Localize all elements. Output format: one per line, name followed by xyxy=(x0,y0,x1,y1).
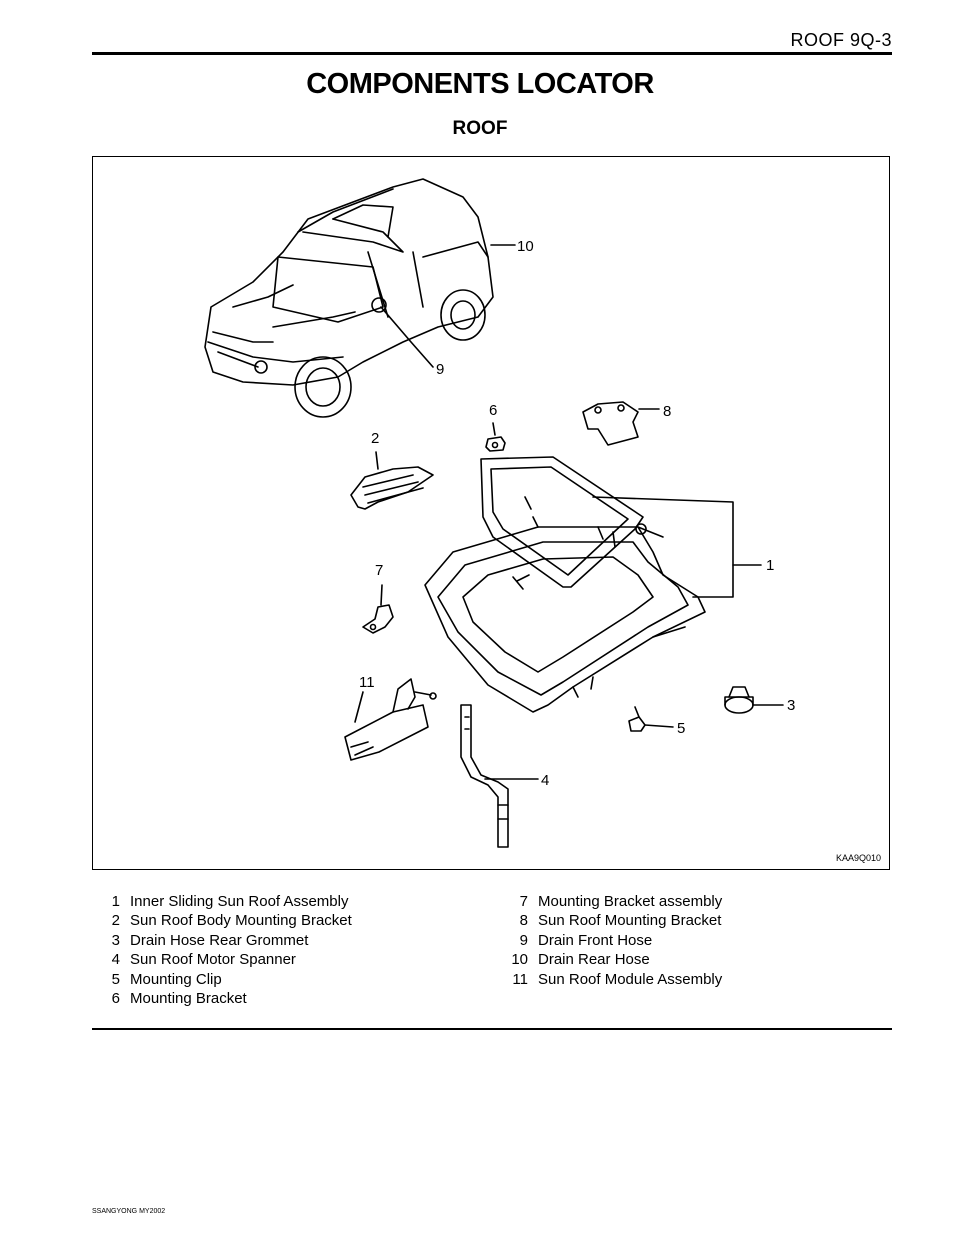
figure-code: KAA9Q010 xyxy=(835,853,881,863)
page-title: COMPONENTS LOCATOR xyxy=(306,68,654,100)
mounting-bracket-7-illustration xyxy=(362,584,394,634)
page-section-header: ROOF 9Q-3 xyxy=(790,30,892,50)
grommet-3-illustration xyxy=(724,686,784,714)
mounting-bracket-8-illustration xyxy=(582,401,660,446)
components-illustration: 1 2 3 4 5 6 7 8 9 10 11 xyxy=(204,178,795,848)
callout-9: 9 xyxy=(436,361,444,378)
module-assembly-11-illustration xyxy=(344,678,437,761)
sunroof-assembly-illustration xyxy=(424,456,762,713)
header-rule xyxy=(92,52,892,55)
callout-2: 2 xyxy=(371,430,379,447)
body-mounting-bracket-2-illustration xyxy=(350,451,434,510)
mounting-clip-5-illustration xyxy=(628,706,674,732)
callout-7: 7 xyxy=(375,562,383,579)
motor-spanner-4-illustration xyxy=(460,704,539,848)
page-subtitle: ROOF xyxy=(452,118,508,139)
callout-8: 8 xyxy=(663,403,671,420)
mounting-bracket-6-illustration xyxy=(485,422,506,452)
footer-rule xyxy=(92,1028,892,1030)
callout-5: 5 xyxy=(677,720,685,737)
callout-4: 4 xyxy=(541,772,549,789)
callout-3: 3 xyxy=(787,697,795,714)
callout-6: 6 xyxy=(489,402,497,419)
callout-1: 1 xyxy=(766,557,774,574)
callout-10: 10 xyxy=(517,238,534,255)
callout-11: 11 xyxy=(359,674,375,691)
components-figure: 1 2 3 4 5 6 7 8 9 10 11 KAA9Q010 xyxy=(92,156,890,870)
vehicle-illustration xyxy=(204,178,494,418)
footer-text: SSANGYONG MY2002 xyxy=(92,1208,166,1215)
